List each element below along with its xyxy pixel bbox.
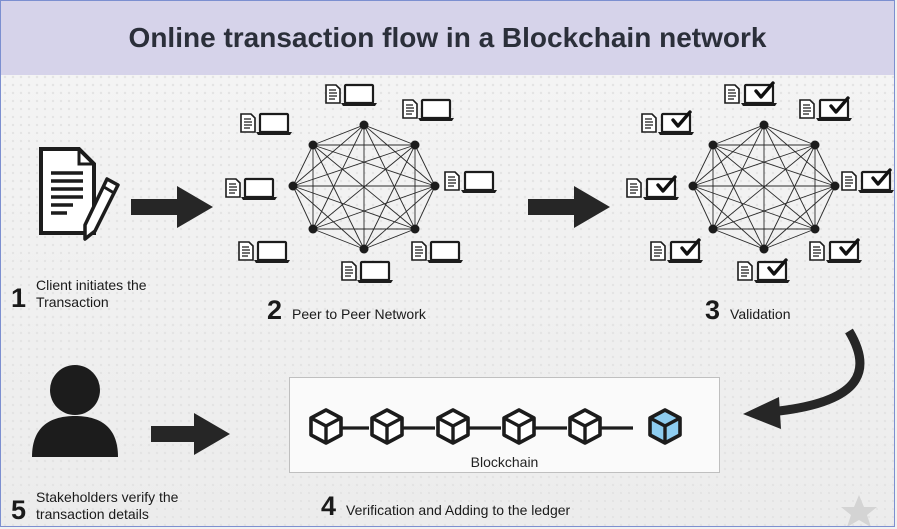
title-band: Online transaction flow in a Blockchain … bbox=[1, 1, 894, 75]
cube-icon bbox=[568, 408, 602, 445]
step-2-label: Peer to Peer Network bbox=[292, 306, 426, 322]
blockchain-label: Blockchain bbox=[470, 454, 539, 470]
diagram-title: Online transaction flow in a Blockchain … bbox=[128, 22, 767, 53]
check-icon bbox=[626, 81, 894, 285]
step-5-label: Stakeholders verify the transaction deta… bbox=[36, 489, 179, 522]
arrow-validation-to-ledger bbox=[743, 328, 865, 429]
step-1-number: 1 bbox=[11, 283, 27, 313]
document-pen-icon bbox=[39, 147, 120, 241]
cube-icon-highlight bbox=[648, 408, 682, 445]
step-2-number: 2 bbox=[267, 295, 283, 325]
step-5-number: 5 bbox=[11, 495, 27, 525]
step-3-number: 3 bbox=[705, 295, 721, 325]
peer-to-peer-network bbox=[225, 83, 499, 285]
cube-icon bbox=[436, 408, 470, 445]
cube-icon bbox=[502, 408, 536, 445]
step-3-label: Validation bbox=[730, 306, 791, 322]
cube-icon bbox=[309, 408, 343, 445]
star-icon bbox=[841, 495, 877, 526]
blockchain-box: Blockchain bbox=[289, 377, 720, 473]
step-1: 1 Client initiates the Transaction bbox=[11, 277, 186, 313]
validation-network bbox=[626, 81, 894, 285]
step-4-label: Verification and Adding to the ledger bbox=[346, 502, 571, 518]
step-3: 3 Validation bbox=[705, 295, 791, 325]
arrow-stakeholders-to-ledger bbox=[151, 413, 230, 455]
step-1-label: Client initiates the Transaction bbox=[36, 277, 147, 310]
person-icon bbox=[32, 365, 118, 457]
step-4-number: 4 bbox=[321, 491, 337, 521]
step-2: 2 Peer to Peer Network bbox=[267, 295, 426, 325]
step-4: 4 Verification and Adding to the ledger bbox=[321, 491, 571, 521]
step-5: 5 Stakeholders verify the transaction de… bbox=[11, 489, 216, 525]
arrow-client-to-network bbox=[131, 186, 213, 228]
blockchain-chain bbox=[309, 408, 682, 445]
arrow-network-to-validation bbox=[528, 186, 610, 228]
cube-icon bbox=[370, 408, 404, 445]
laptop-icon bbox=[225, 83, 499, 285]
